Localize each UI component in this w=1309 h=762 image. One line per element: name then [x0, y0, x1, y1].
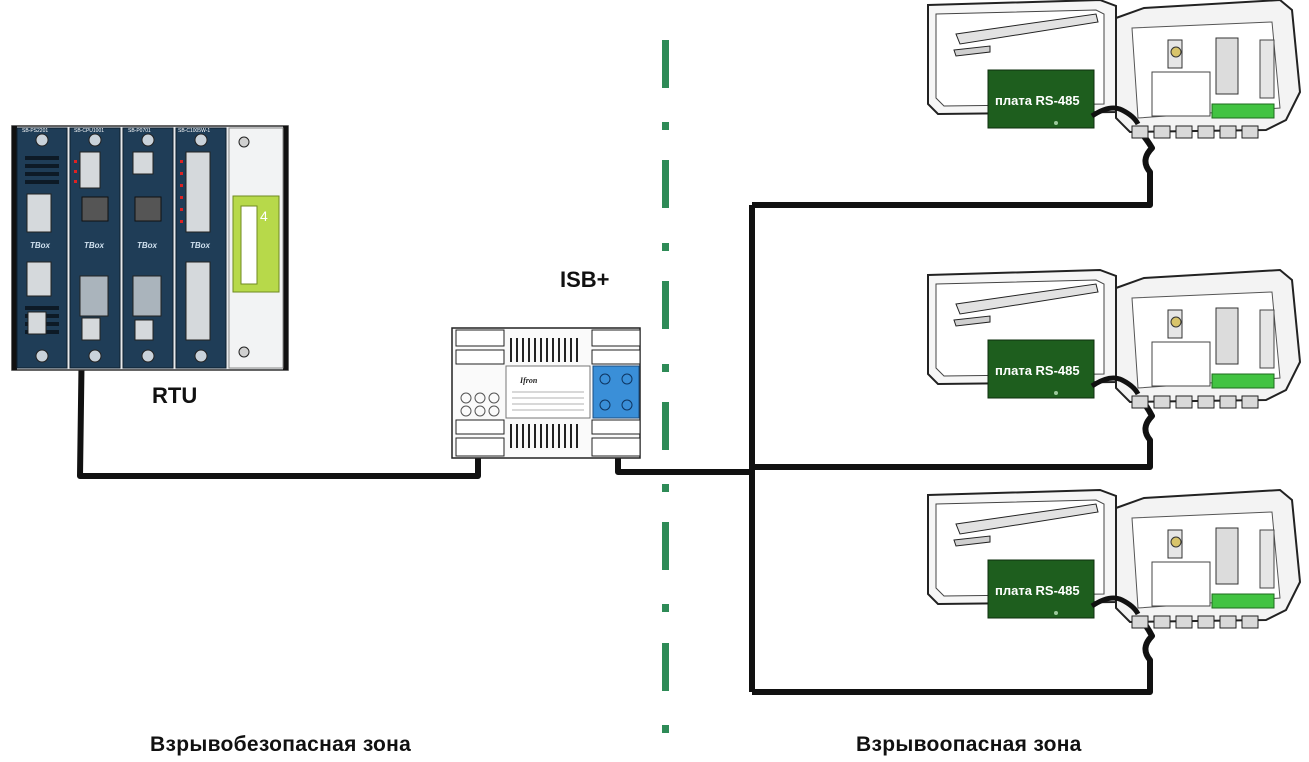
rtu-module-cpu — [69, 127, 121, 369]
rtu-label: RTU — [152, 383, 198, 408]
cable-rtu-isb — [77, 329, 481, 479]
board-label-3: плата RS-485 — [995, 583, 1080, 598]
rtu-rack: 4 SB-PS2201 SB-CPU1001 SB-P0701 SB-C1005… — [11, 125, 289, 371]
rtu-module-names: SB-PS2201 SB-CPU1001 SB-P0701 SB-C1005W-… — [22, 128, 210, 134]
isb-barrier: Ifron — [451, 327, 641, 459]
isb-terminals-top — [455, 329, 641, 365]
board-label-1: плата RS-485 — [995, 93, 1080, 108]
hazardous-zone-label: Взрывоопасная зона — [856, 733, 1082, 756]
rtu-brand: TBox — [137, 241, 158, 250]
rtu-blank-slot — [228, 127, 284, 369]
cable-bus-mid — [752, 389, 1155, 470]
rtu-brand: TBox — [84, 241, 105, 250]
field-device-1 — [928, 0, 1300, 138]
rtu-brand-marks: TBox TBox TBox TBox — [30, 241, 211, 250]
rtu-module-name: SB-CPU1001 — [74, 128, 104, 134]
isb-brand: Ifron — [519, 376, 538, 385]
field-device-3 — [928, 490, 1300, 628]
isb-label: ISB+ — [560, 267, 610, 292]
field-device-2 — [928, 270, 1300, 408]
rtu-brand: TBox — [30, 241, 51, 250]
rtu-module-name: SB-P0701 — [128, 128, 151, 134]
board-label-2: плата RS-485 — [995, 363, 1080, 378]
cable-bus-bot — [752, 609, 1155, 695]
isb-blue-terminals — [592, 365, 640, 419]
rtu-slot-number: 4 — [260, 208, 268, 224]
safe-zone-label: Взрывобезопасная зона — [150, 733, 412, 756]
rtu-module-power — [16, 127, 68, 369]
rtu-module-port — [122, 127, 174, 369]
cable-isb-bus — [615, 458, 752, 475]
isb-terminals-bottom — [455, 419, 641, 457]
zone-divider — [662, 40, 669, 733]
isb-vents — [510, 338, 578, 448]
rtu-module-name: SB-PS2201 — [22, 128, 48, 134]
rtu-brand: TBox — [190, 241, 211, 250]
rtu-module-io — [175, 127, 227, 369]
cable-bus-top — [752, 123, 1155, 208]
rtu-module-name: SB-C1005W-1 — [178, 128, 210, 134]
